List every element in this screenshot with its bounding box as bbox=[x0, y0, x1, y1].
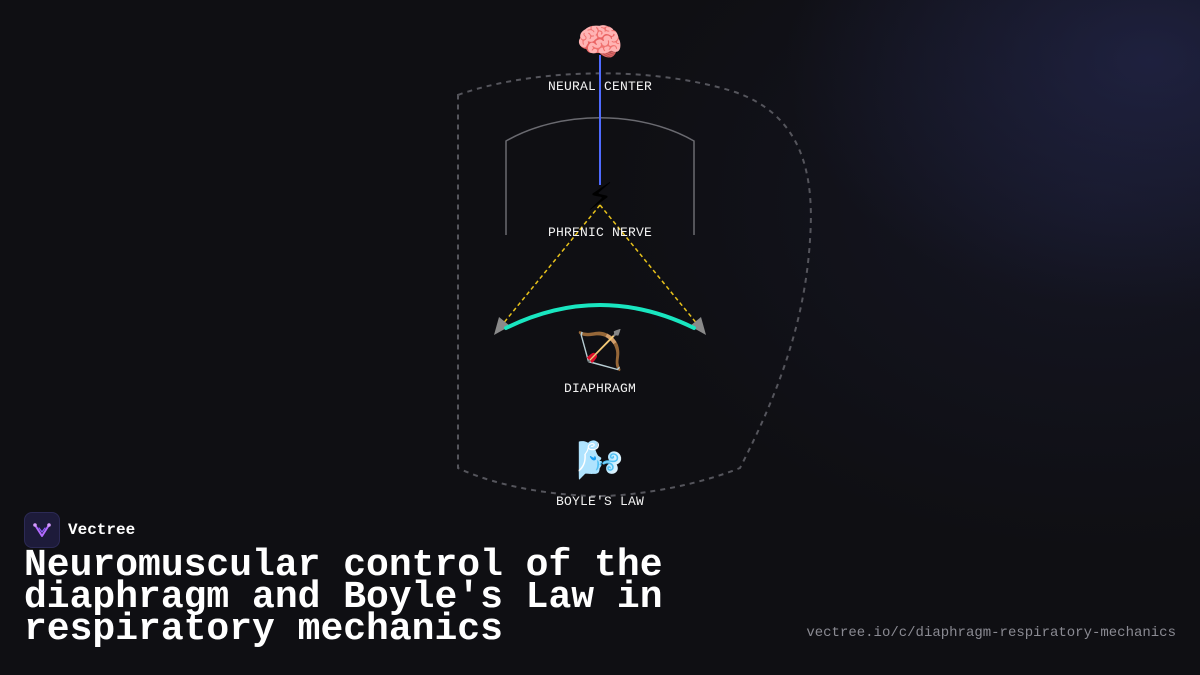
lightning-icon: ⚡ bbox=[587, 175, 614, 219]
diaphragm-arc bbox=[504, 303, 696, 330]
wind-face-icon: 🌬️ bbox=[576, 438, 623, 482]
nerve-branch-left bbox=[501, 204, 601, 326]
phrenic-nerve-label: PHRENIC NERVE bbox=[548, 225, 652, 240]
arrowhead-right bbox=[690, 317, 706, 335]
source-url[interactable]: vectree.io/c/diaphragm-respiratory-mecha… bbox=[806, 625, 1176, 641]
brand[interactable]: Vectree bbox=[24, 512, 135, 548]
diaphragm-label: DIAPHRAGM bbox=[564, 381, 636, 396]
brain-icon: 🧠 bbox=[576, 20, 623, 64]
neural-center-label: NEURAL CENTER bbox=[548, 79, 652, 94]
boyles-law-label: BOYLE'S LAW bbox=[556, 494, 644, 509]
bow-and-arrow-icon: 🏹 bbox=[576, 328, 623, 373]
page-title: Neuromuscular control of the diaphragm a… bbox=[24, 544, 663, 651]
brand-name: Vectree bbox=[68, 521, 136, 539]
nerve-branch-right bbox=[599, 204, 699, 326]
thoracic-cavity-outline bbox=[457, 72, 812, 498]
arrowhead-left bbox=[494, 317, 510, 335]
vectree-logo-icon bbox=[24, 512, 60, 548]
